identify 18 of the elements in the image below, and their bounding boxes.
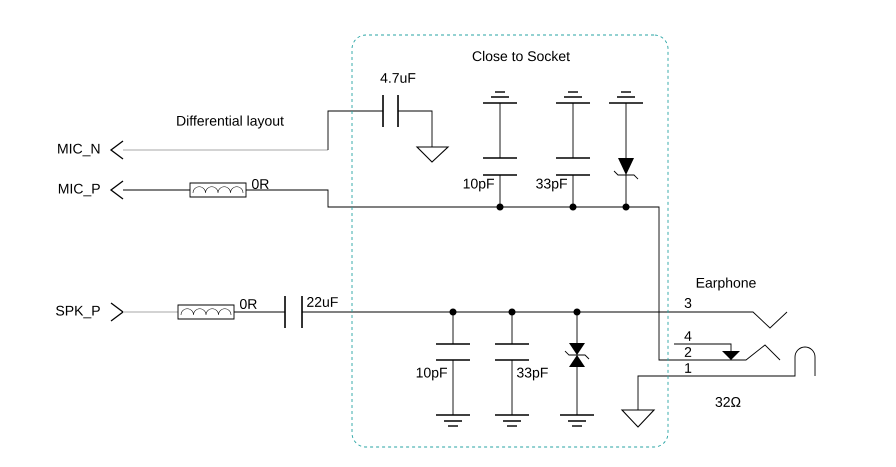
component-label: Earphone <box>696 277 756 291</box>
value-label: 22uF <box>307 297 338 307</box>
value-label: 33pF <box>536 178 567 192</box>
note-text: Differential layout <box>177 115 284 129</box>
pin-number: 1 <box>685 363 692 373</box>
value-label: 33pF <box>517 368 548 380</box>
pin-number: 4 <box>684 331 692 341</box>
value-label: 32Ω <box>716 397 740 407</box>
pin-number: 3 <box>684 298 692 308</box>
value-label: 4.7uF <box>380 73 416 83</box>
value-label: 0R <box>240 299 257 309</box>
value-label: 10pF <box>416 368 447 380</box>
pin-number: 2 <box>684 347 692 357</box>
signal-label: SPK_P <box>56 306 100 318</box>
value-label: 0R <box>252 179 269 189</box>
value-label: 10pF <box>464 178 494 192</box>
signal-label: MIC_P <box>58 184 100 196</box>
signal-label: MIC_N <box>58 144 100 156</box>
